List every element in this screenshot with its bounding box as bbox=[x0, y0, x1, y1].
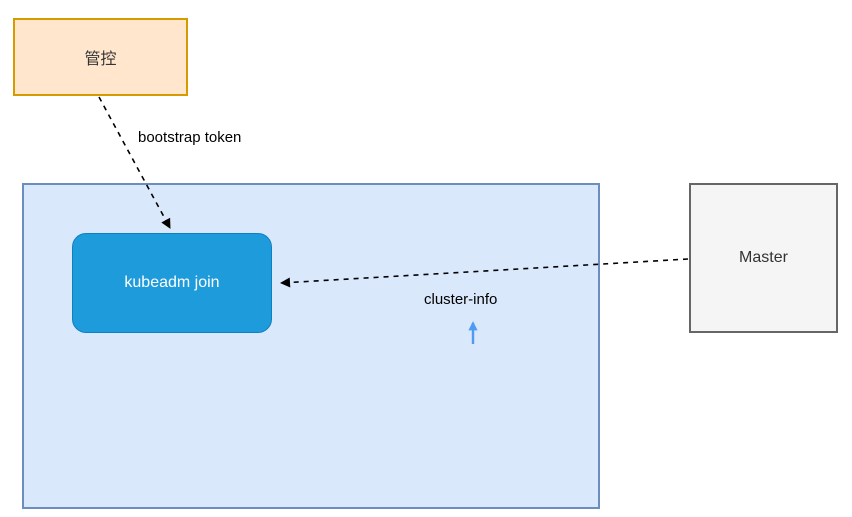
node-master-label: Master bbox=[739, 249, 788, 266]
node-kubeadm-join-label: kubeadm join bbox=[124, 274, 220, 291]
node-kubeadm-join: kubeadm join bbox=[72, 233, 272, 333]
node-master: Master bbox=[689, 183, 838, 333]
node-cluster-container bbox=[22, 183, 600, 509]
node-control: 管控 bbox=[13, 18, 188, 96]
node-control-label: 管控 bbox=[84, 51, 117, 68]
edge-label-cluster-info: cluster-info bbox=[424, 291, 498, 308]
edge-label-bootstrap-token: bootstrap token bbox=[138, 129, 242, 146]
